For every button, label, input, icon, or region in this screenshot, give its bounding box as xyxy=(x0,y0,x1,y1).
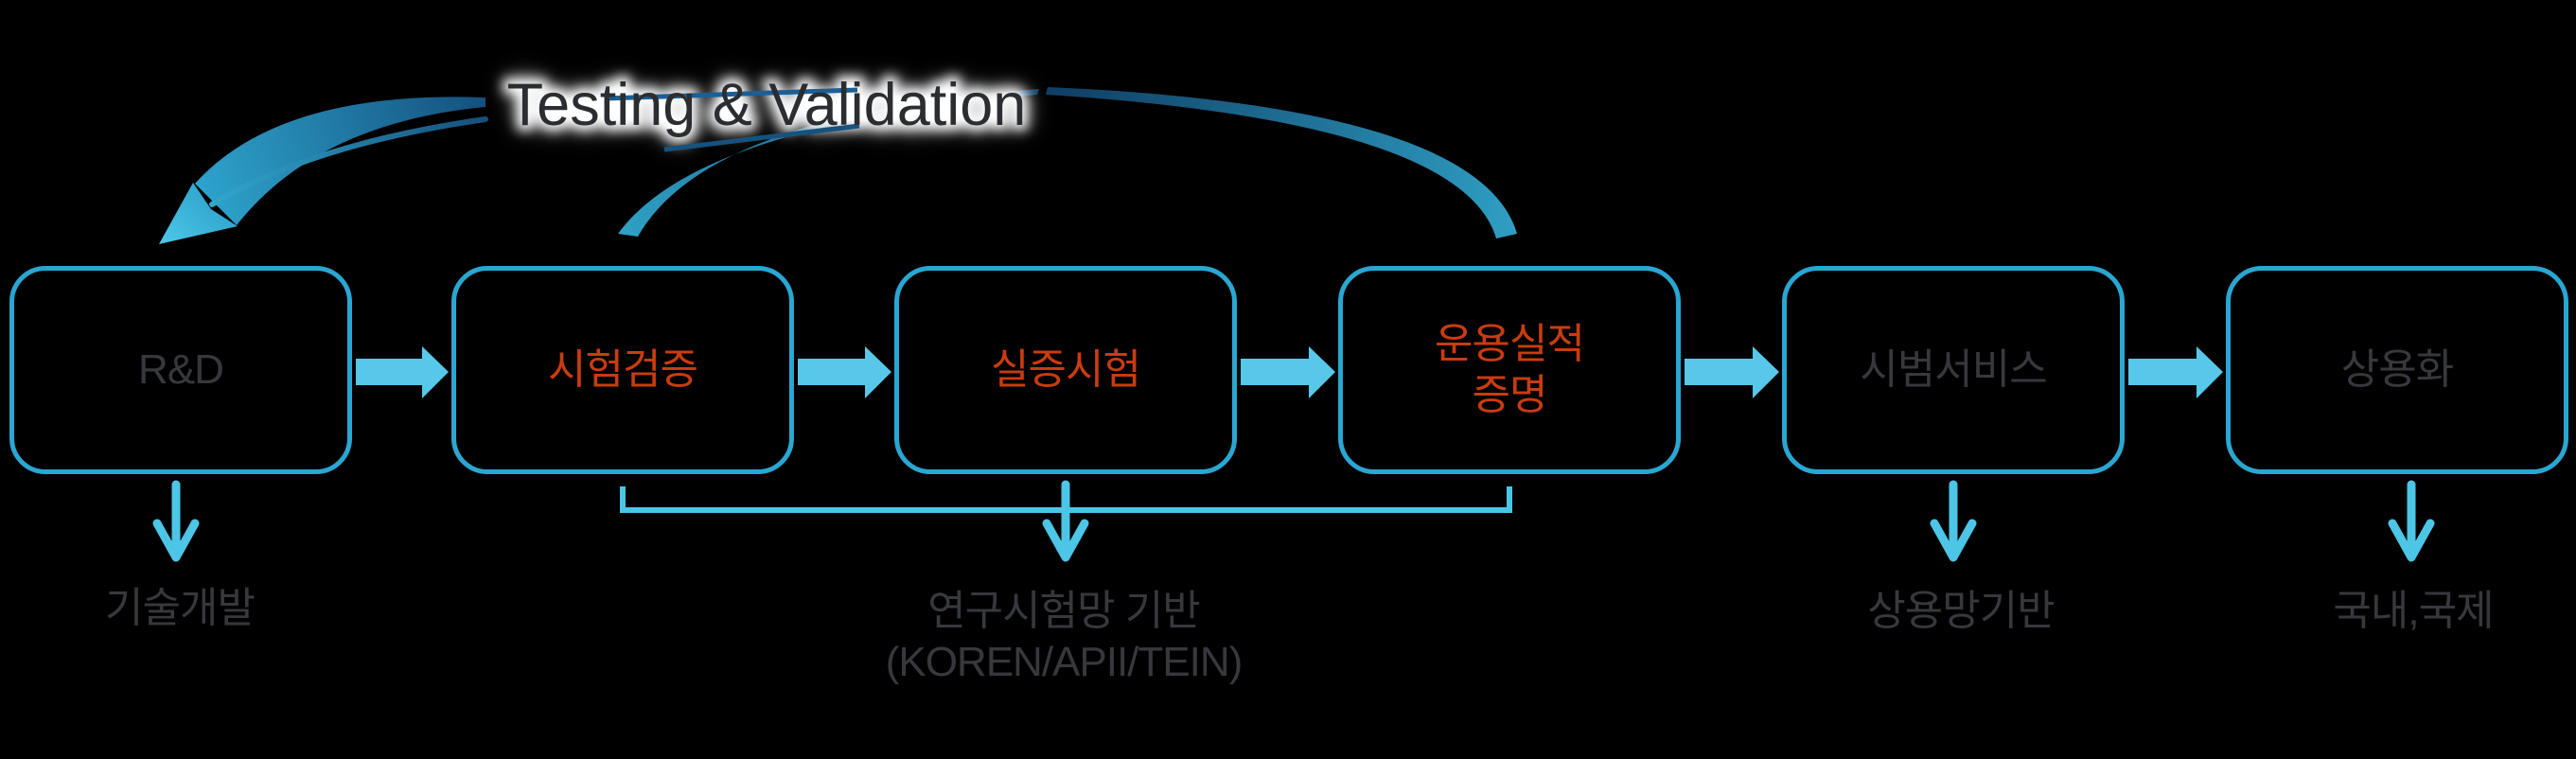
stage-label: 시범서비스 xyxy=(1860,346,2047,393)
caption-research-network-line1: 연구시험망 기반 xyxy=(927,588,1201,634)
flow-arrow-2 xyxy=(798,346,891,398)
stage-box-demonstration-test: 실증시험 xyxy=(894,266,1237,474)
drop-arrow-pilot xyxy=(1930,480,1977,562)
flow-arrow-4 xyxy=(1685,346,1779,398)
drop-arrow-rnd xyxy=(152,480,200,562)
flow-arrow-1 xyxy=(356,346,449,398)
page-title: Testing & Validation xyxy=(506,72,1027,138)
stage-label: 실증시험 xyxy=(991,346,1141,393)
caption-research-network: 연구시험망 기반 (KOREN/APII/TEIN) xyxy=(885,586,1244,688)
drop-arrows xyxy=(152,480,2435,562)
caption-pilot-service: 상용망기반 xyxy=(1867,588,2055,634)
caption-rnd: 기술개발 xyxy=(105,585,256,631)
drop-arrow-commercial xyxy=(2388,480,2435,562)
flow-arrows xyxy=(356,346,2223,398)
feedback-arc-companion xyxy=(209,116,488,207)
title-halo: Testing & Validation xyxy=(502,67,1032,144)
drop-arrow-group xyxy=(1042,480,1089,562)
caption-commercialization: 국내,국제 xyxy=(2333,588,2494,634)
feedback-arc-arrowhead xyxy=(159,183,238,244)
stage-box-pilot-service: 시범서비스 xyxy=(1782,266,2125,474)
stage-box-commercialization: 상용화 xyxy=(2226,266,2568,474)
stage-box-operational-proof: 운용실적 증명 xyxy=(1338,266,1681,474)
arc-dash-lower xyxy=(663,123,860,152)
stage-label-line1: 운용실적 xyxy=(1435,321,1585,367)
flow-arrow-5 xyxy=(2128,346,2223,398)
stage-label: 시험검증 xyxy=(548,346,698,393)
arc-dash-upper xyxy=(605,87,858,101)
stage-label-line2: 증명 xyxy=(1472,372,1548,418)
stage-label: R&D xyxy=(138,346,224,393)
caption-research-network-line2: (KOREN/APII/TEIN) xyxy=(885,639,1244,685)
flow-arrow-3 xyxy=(1241,346,1335,398)
stage-box-rnd: R&D xyxy=(9,266,352,474)
feedback-arc-to-operational-proof xyxy=(1046,87,1517,238)
feedback-arc-to-rnd xyxy=(195,97,485,225)
stage-box-test-verification: 시험검증 xyxy=(451,266,794,474)
stage-label: 상용화 xyxy=(2340,346,2454,393)
